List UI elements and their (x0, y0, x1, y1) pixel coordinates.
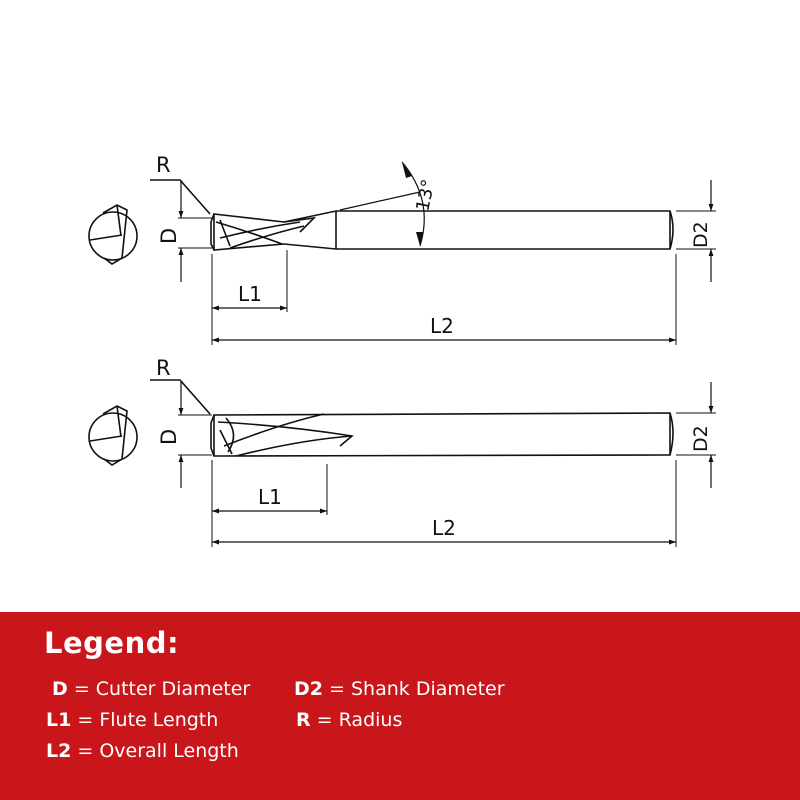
legend-key: D (52, 678, 68, 700)
legend-text: = Cutter Diameter (67, 678, 251, 700)
radius-label-top: R (156, 153, 171, 177)
legend-text: = Radius (310, 709, 403, 731)
shank-diameter-dimension-bottom (676, 382, 716, 488)
legend-item-overall-length: L2 = Overall Length (46, 740, 239, 762)
overall-length-dimension-top (212, 254, 677, 345)
overall-length-label-bottom: L2 (432, 516, 456, 540)
cutter-body-bottom (210, 412, 674, 457)
tapered-end-mill-drawing (88, 161, 716, 345)
cutter-diameter-dimension-bottom (178, 382, 212, 488)
cutter-diameter-label-bottom: D (157, 429, 181, 445)
taper-angle-dimension (339, 161, 425, 247)
straight-end-mill-drawing (88, 379, 716, 547)
radius-leader-top (150, 179, 211, 215)
flute-length-label-bottom: L1 (258, 485, 282, 509)
legend-item-cutter-diameter: D = Cutter Diameter (52, 678, 250, 700)
shank-diameter-dimension-top (676, 180, 716, 282)
flute-length-dimension-bottom (211, 460, 328, 547)
technical-drawing: R D 13° D2 L1 L2 (88, 153, 716, 547)
end-view-bottom (88, 405, 138, 466)
legend-item-flute-length: L1 = Flute Length (46, 709, 218, 731)
flute-length-label-top: L1 (238, 282, 262, 306)
legend-text: = Shank Diameter (323, 678, 505, 700)
cutter-body-top (210, 210, 674, 251)
legend-banner: Legend: D = Cutter Diameter D2 = Shank D… (0, 612, 800, 800)
flute-length-dimension-top (211, 250, 288, 345)
legend-key: R (296, 709, 311, 731)
legend-text: = Overall Length (71, 740, 239, 762)
legend-key: L1 (46, 709, 72, 731)
legend-item-shank-diameter: D2 = Shank Diameter (294, 678, 505, 700)
cutter-diameter-label-top: D (157, 228, 181, 244)
legend-key: L2 (46, 740, 72, 762)
overall-length-dimension-bottom (212, 460, 677, 547)
legend-title: Legend: (44, 626, 180, 660)
overall-length-label-top: L2 (430, 314, 454, 338)
legend-key: D2 (294, 678, 323, 700)
end-view-top (88, 204, 138, 265)
shank-diameter-label-top: D2 (690, 221, 712, 248)
legend-text: = Flute Length (71, 709, 219, 731)
radius-label-bottom: R (156, 356, 171, 380)
radius-leader-bottom (150, 379, 211, 415)
legend-item-radius: R = Radius (296, 709, 402, 731)
shank-diameter-label-bottom: D2 (690, 425, 712, 452)
cutter-diameter-dimension-top (178, 180, 212, 282)
